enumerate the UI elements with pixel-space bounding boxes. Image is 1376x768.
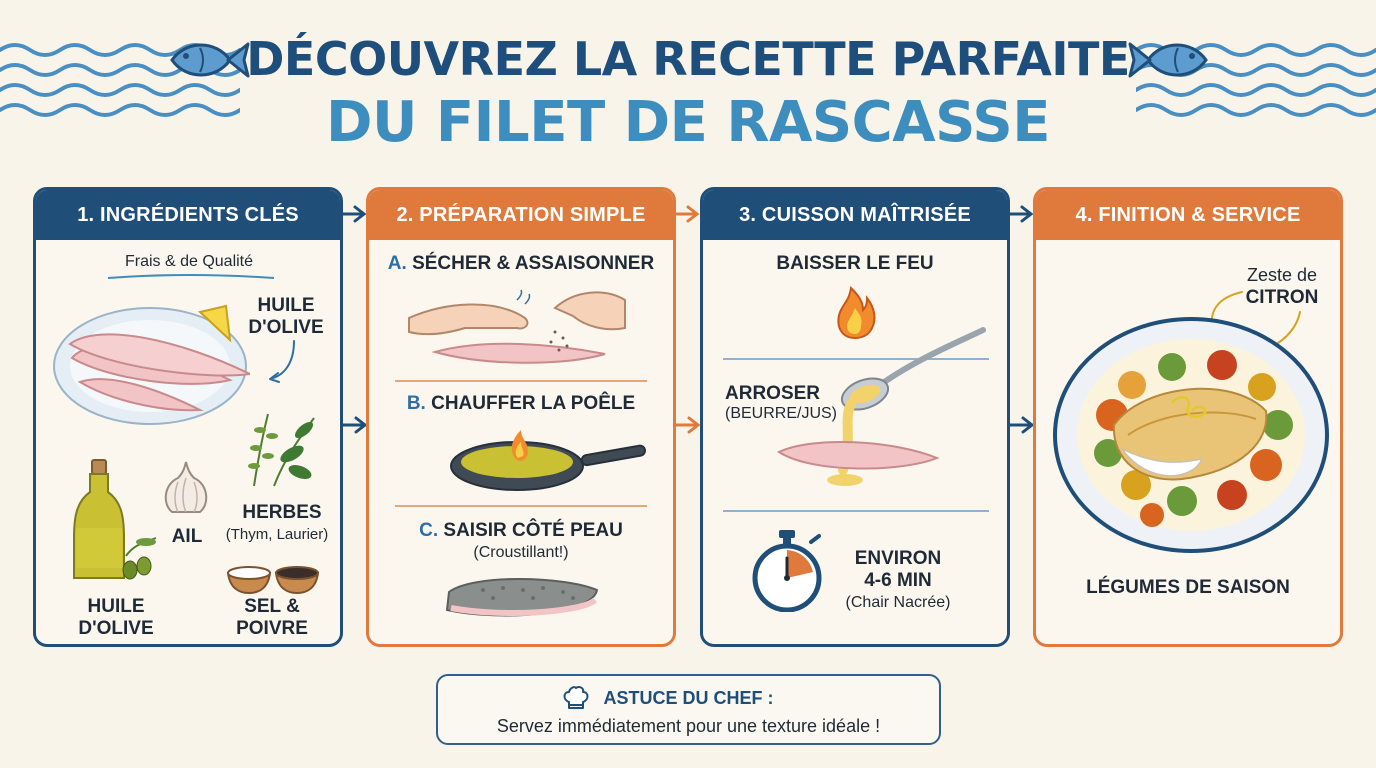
page-title-line-2: DU FILET DE RASCASSE — [325, 90, 1051, 155]
step-letter: B. — [406, 393, 426, 414]
step-a: A. SÉCHER & ASSAISONNER — [369, 253, 673, 275]
herbs-image — [248, 413, 315, 487]
step-text: SAISIR CÔTÉ PEAU — [443, 520, 623, 541]
panel-title: 1. INGRÉDIENTS CLÉS — [36, 190, 340, 240]
step-time-detail: (Chair Nacrée) — [845, 594, 951, 611]
herbs-detail: (Thym, Laurier) — [225, 526, 329, 543]
chef-hat-icon — [563, 686, 589, 709]
step-baste: ARROSER — [725, 383, 821, 404]
oil-top-label: HUILE D'OLIVE — [248, 295, 324, 338]
flame-icon — [837, 285, 876, 340]
step-lower-heat: BAISSER LE FEU — [776, 253, 934, 274]
step-baste-detail: (BEURRE/JUS) — [725, 405, 838, 422]
zest-line-1: Zeste de — [1246, 265, 1318, 285]
fish-icon — [1128, 42, 1208, 78]
garlic-label: AIL — [171, 526, 203, 547]
panel-title: 2. PRÉPARATION SIMPLE — [369, 190, 673, 240]
panel-subtitle: Frais & de Qualité — [124, 253, 254, 270]
panel-title: 4. FINITION & SERVICE — [1036, 190, 1340, 240]
step-text: CHAUFFER LA POÊLE — [431, 393, 636, 414]
olive-oil-bottle-image — [73, 459, 157, 580]
salt-pepper-label: SEL & POIVRE — [236, 596, 308, 639]
panel-preparation: 2. PRÉPARATION SIMPLE A. SÉCHER & ASSAIS… — [366, 187, 676, 647]
step-b: B. CHAUFFER LA POÊLE — [369, 393, 673, 415]
garlic-image — [164, 461, 208, 513]
step-time: ENVIRON 4-6 MIN — [854, 548, 942, 591]
page-title-line-1: DÉCOUVREZ LA RECETTE PARFAITE — [246, 32, 1130, 86]
step-letter: C. — [419, 520, 439, 541]
curved-arrow-icon — [269, 340, 295, 383]
step-detail: (Croustillant!) — [473, 544, 569, 561]
tip-title: ASTUCE DU CHEF : — [603, 688, 774, 708]
tip-text: Servez immédiatement pour une texture id… — [496, 716, 881, 736]
fish-icon — [170, 42, 250, 78]
panel-ingredients: 1. INGRÉDIENTS CLÉS Frais & de Qualité H… — [33, 187, 343, 647]
step-letter: A. — [387, 253, 407, 274]
stopwatch-icon — [752, 530, 822, 612]
herbs-label: HERBES — [242, 502, 322, 523]
panel-title: 3. CUISSON MAÎTRISÉE — [703, 190, 1007, 240]
underline-swoosh — [107, 274, 275, 279]
oil-bottom-label: HUILE D'OLIVE — [78, 596, 154, 639]
chef-tip-box: ASTUCE DU CHEF : Servez immédiatement po… — [436, 674, 941, 745]
panel-finishing: 4. FINITION & SERVICE Zeste de CITRON LÉ… — [1033, 187, 1343, 647]
service-caption: LÉGUMES DE SAISON — [1086, 577, 1290, 598]
crispy-skin-fillet-image — [445, 578, 599, 617]
spoon-basting-image — [776, 327, 986, 486]
step-text: SÉCHER & ASSAISONNER — [412, 253, 655, 274]
zest-line-2: CITRON — [1245, 287, 1319, 308]
salt-pepper-bowls-image — [226, 566, 320, 595]
frying-pan-image — [450, 430, 646, 491]
hands-seasoning-image — [408, 289, 626, 364]
fillets-plate-image — [53, 304, 250, 425]
step-c: C. SAISIR CÔTÉ PEAU — [369, 520, 673, 542]
panel-cooking: 3. CUISSON MAÎTRISÉE BAISSER LE FEU ARRO… — [700, 187, 1010, 647]
served-plate-image — [1053, 317, 1329, 553]
